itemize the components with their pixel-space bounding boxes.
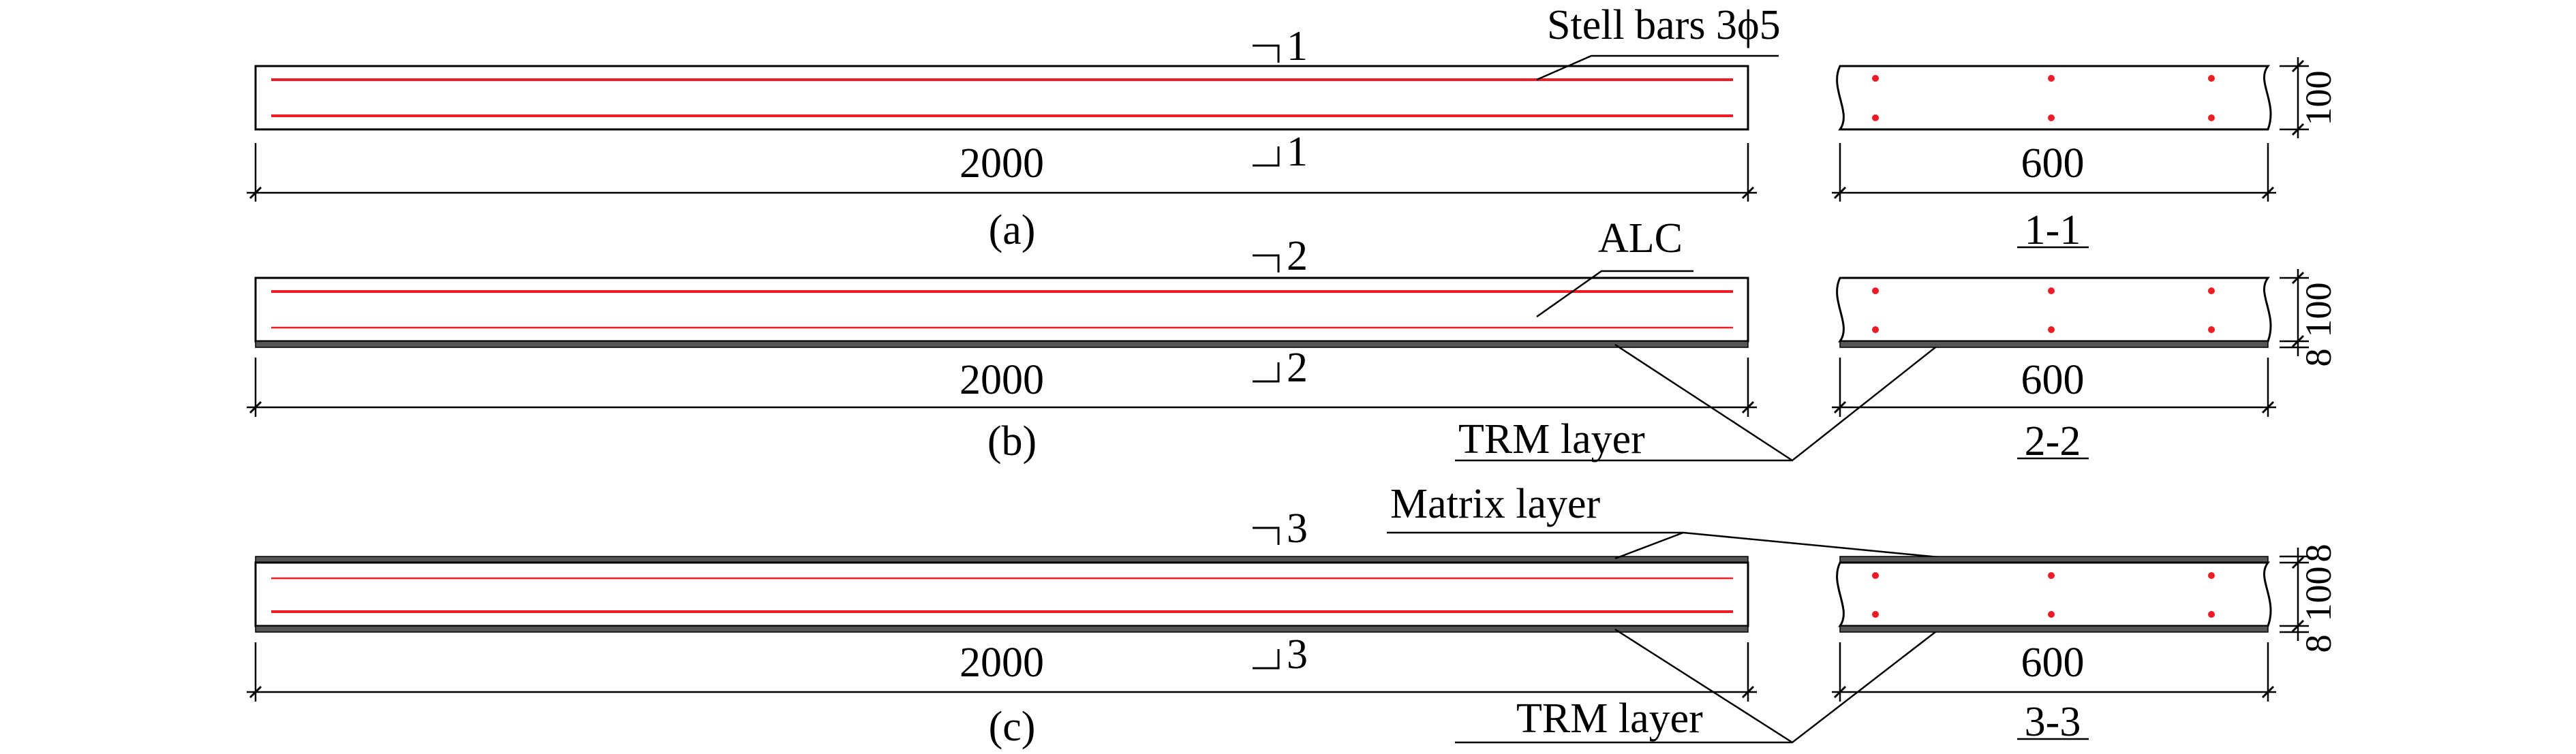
svg-text:2: 2 [1287, 233, 1308, 279]
alc-leader [1536, 270, 1693, 318]
section-label-c: 3-3 [2025, 699, 2081, 745]
caption-c: (c) [989, 704, 1036, 750]
thickness-label-c: 100 [2298, 567, 2339, 622]
matrix-annotation: Matrix layer [1390, 481, 1601, 527]
trm-leader-b [1614, 343, 1939, 462]
thickness-label-b: 100 [2298, 283, 2339, 338]
width-dimension-b: 600 [1832, 357, 2276, 417]
thickness-dimension-b: 100 8 [2280, 269, 2339, 367]
cross-section-b [1836, 277, 2272, 348]
trm-annotation-b: TRM layer [1458, 416, 1645, 462]
width-label-b: 600 [2021, 357, 2085, 403]
length-dimension-c: 2000 [247, 640, 1757, 702]
trm-layer-bottom-b [255, 341, 1749, 348]
length-label-b: 2000 [960, 357, 1044, 403]
thickness-dimension-a: 100 [2280, 57, 2339, 138]
length-dimension-b: 2000 [247, 357, 1757, 417]
section-mark-bottom-c: 3 [1253, 631, 1308, 678]
layer-thickness-top-label-c: 8 [2298, 544, 2339, 563]
section-mark-bottom-b: 2 [1253, 345, 1308, 391]
thickness-dimension-c: 8 100 8 [2280, 544, 2339, 653]
length-label-c: 2000 [960, 640, 1044, 686]
alc-annotation: ALC [1598, 215, 1683, 262]
section-label-b: 2-2 [2025, 418, 2081, 465]
length-label-a: 2000 [960, 140, 1044, 187]
svg-text:3: 3 [1287, 631, 1308, 678]
width-dimension-a: 600 [1832, 140, 2276, 202]
row-b: 2 2 2000 ALC TRM layer (b) [247, 215, 2339, 465]
width-dimension-c: 600 [1832, 640, 2276, 702]
row-c: 3 3 2000 Matrix layer TRM layer (c) [247, 481, 2339, 750]
trm-layer-bottom-c [255, 625, 1749, 633]
caption-b: (b) [987, 418, 1037, 465]
steel-bars-annotation: Stell bars 3ϕ5 [1547, 2, 1781, 48]
row-a: 1 1 2000 Stell bars 3ϕ5 (a) [247, 2, 2339, 253]
width-label-c: 600 [2021, 640, 2085, 686]
layer-thickness-label-b: 8 [2298, 349, 2339, 367]
section-label-a: 1-1 [2025, 207, 2081, 253]
slab-elevation-a [254, 65, 1749, 131]
cross-section-a [1836, 65, 2272, 131]
thickness-label-a: 100 [2298, 71, 2339, 126]
length-dimension-a: 2000 [247, 140, 1757, 202]
svg-text:2: 2 [1287, 345, 1308, 391]
svg-text:1: 1 [1287, 23, 1308, 69]
svg-text:3: 3 [1287, 505, 1308, 552]
layer-thickness-bottom-label-c: 8 [2298, 635, 2339, 653]
caption-a: (a) [989, 207, 1036, 253]
trm-annotation-c: TRM layer [1516, 695, 1703, 742]
slab-elevation-c [254, 561, 1749, 627]
cross-section-c [1836, 556, 2272, 633]
steel-bars-leader [1536, 54, 1779, 81]
svg-text:1: 1 [1287, 129, 1308, 175]
section-mark-top-b: 2 [1253, 233, 1308, 279]
section-mark-bottom-a: 1 [1253, 129, 1308, 175]
section-mark-top-a: 1 [1253, 23, 1308, 69]
matrix-leader [1614, 531, 1939, 560]
slab-elevation-b [254, 277, 1749, 343]
section-mark-top-c: 3 [1253, 505, 1308, 552]
width-label-a: 600 [2021, 140, 2085, 187]
